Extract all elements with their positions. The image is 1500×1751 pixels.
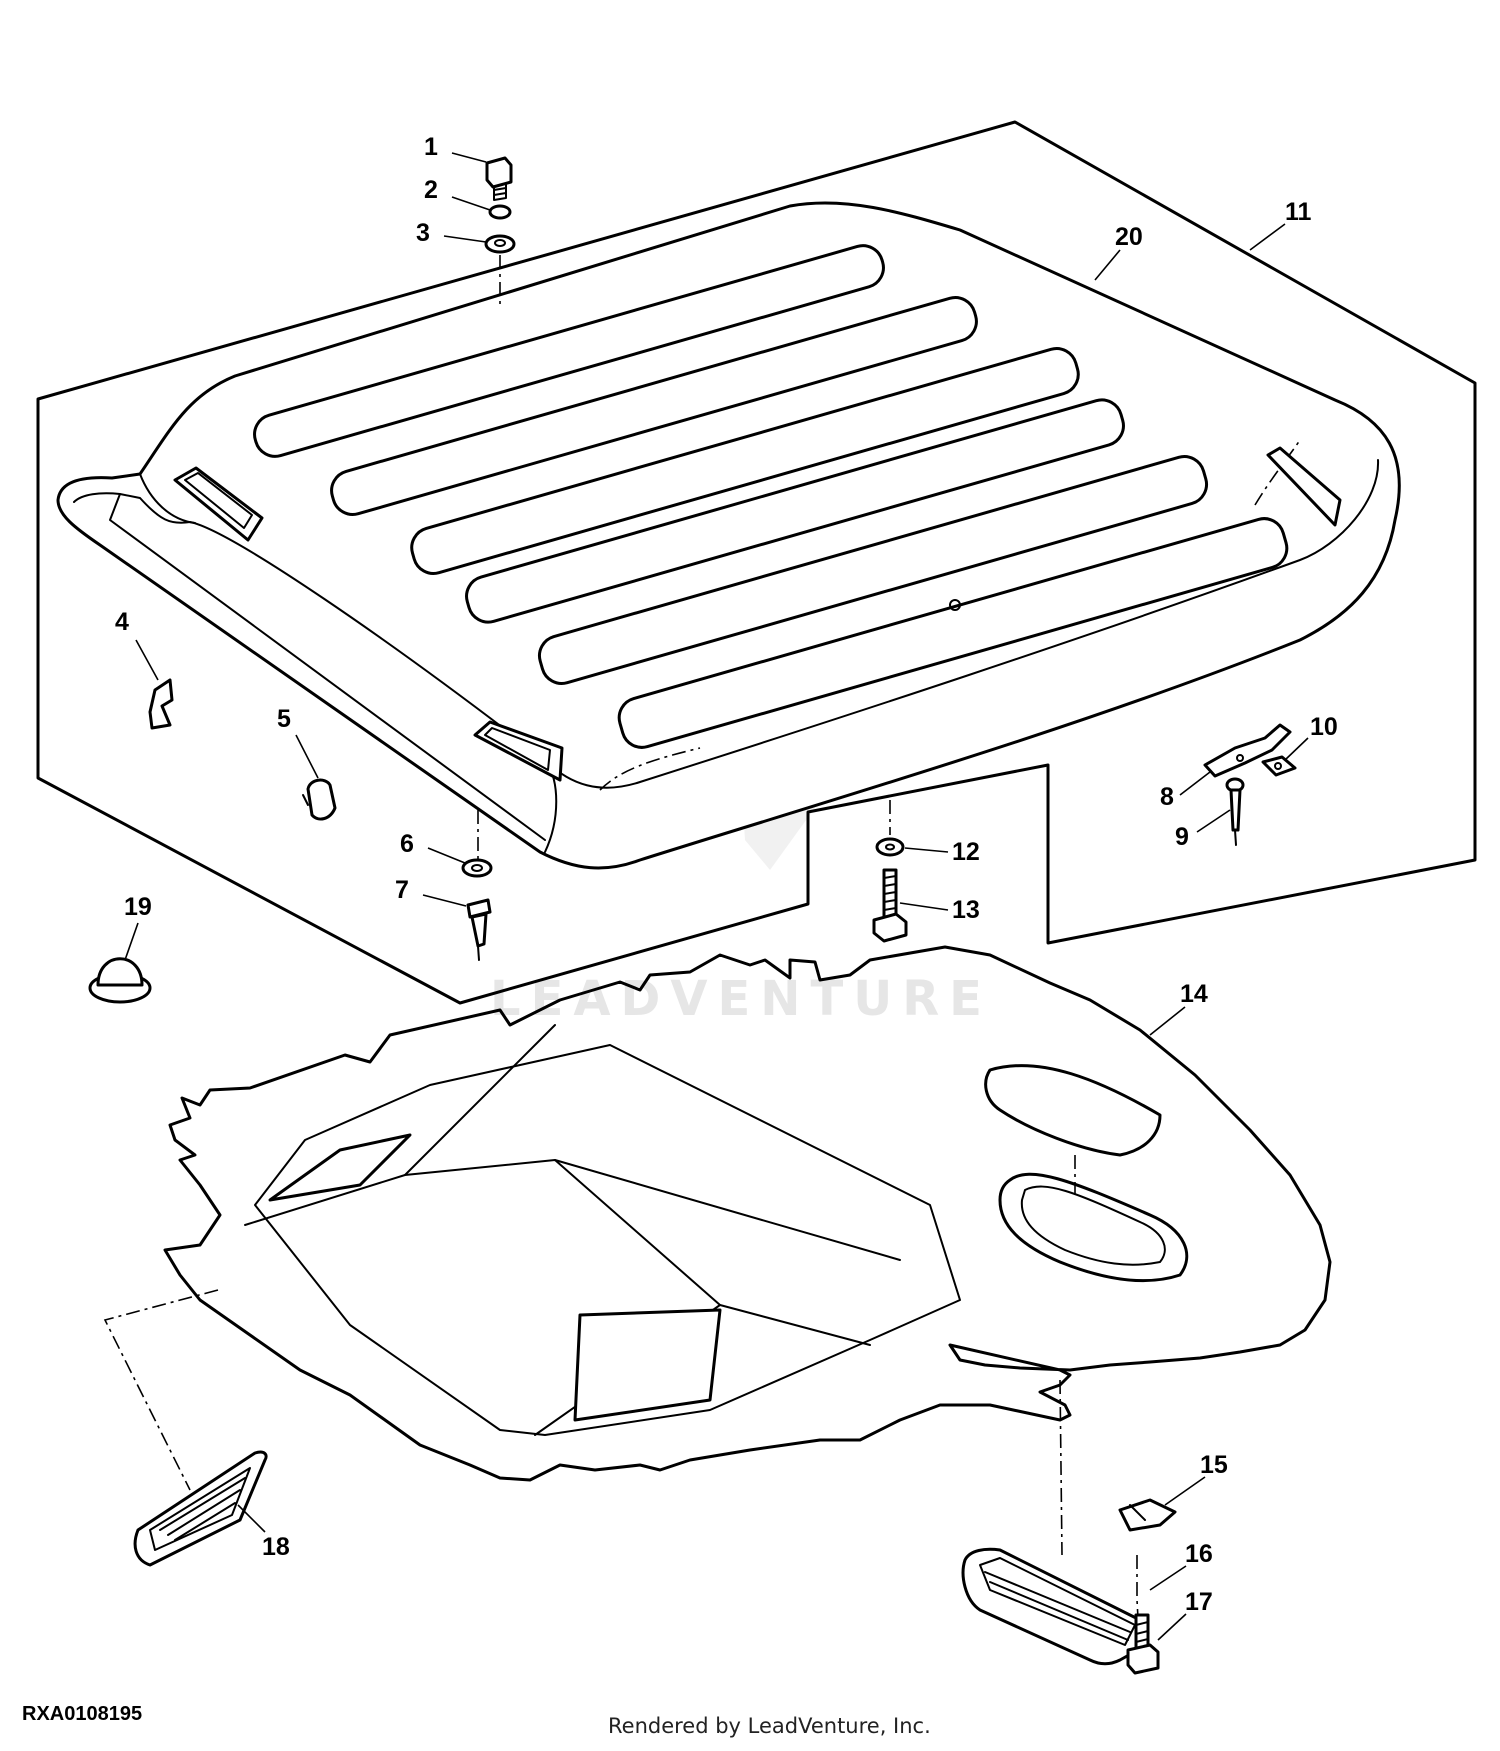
part-15-clip-nut [1118, 1498, 1177, 1532]
part-4-clip [148, 678, 174, 730]
svg-text:12: 12 [952, 838, 980, 866]
part-20-roof-shell [56, 201, 1401, 870]
callout-9: 9 [1175, 809, 1231, 851]
callout-13: 13 [899, 896, 980, 924]
svg-text:1: 1 [424, 133, 438, 161]
part-16-vent-plate [961, 1547, 1150, 1666]
part-12-washer [875, 837, 905, 857]
callout-3: 3 [416, 219, 487, 247]
callout-5: 5 [277, 705, 319, 779]
part-11-headliner-box [36, 120, 1477, 1005]
part-1-bolt [485, 156, 513, 201]
part-13-bolt [872, 868, 908, 943]
svg-text:13: 13 [952, 896, 980, 924]
callout-19: 19 [124, 893, 152, 961]
svg-text:17: 17 [1185, 1588, 1213, 1616]
roof-vents [173, 446, 1342, 782]
part-9-rivet [1225, 777, 1245, 846]
callout-10: 10 [1284, 713, 1338, 761]
part-5-clip [302, 778, 337, 821]
part-8-bracket [1203, 723, 1292, 778]
callout-20: 20 [1094, 223, 1143, 281]
svg-text:2: 2 [424, 176, 438, 204]
callout-1: 1 [424, 133, 487, 163]
svg-text:19: 19 [124, 893, 152, 921]
callout-6: 6 [400, 830, 466, 864]
callout-2: 2 [424, 176, 491, 211]
svg-text:15: 15 [1200, 1451, 1228, 1479]
part-3-washer [484, 234, 516, 254]
callout-18: 18 [237, 1504, 290, 1561]
svg-text:14: 14 [1180, 980, 1208, 1008]
callouts: 1 2 3 4 5 6 7 8 [115, 133, 1338, 1641]
svg-text:20: 20 [1115, 223, 1143, 251]
callout-12: 12 [904, 838, 980, 866]
svg-text:3: 3 [416, 219, 430, 247]
part-10-nut [1261, 755, 1297, 777]
svg-text:7: 7 [395, 876, 409, 904]
callout-7: 7 [395, 876, 467, 907]
part-19-plug [88, 957, 152, 1004]
svg-text:11: 11 [1285, 198, 1312, 226]
part-6-washer [461, 858, 493, 878]
svg-text:18: 18 [262, 1533, 290, 1561]
svg-text:6: 6 [400, 830, 414, 858]
svg-text:10: 10 [1310, 713, 1338, 741]
part-2-lock-washer [488, 204, 512, 220]
watermark-text: LEADVENTURE [490, 971, 992, 1027]
callout-14: 14 [1149, 980, 1208, 1036]
callout-16: 16 [1149, 1540, 1213, 1591]
svg-text:4: 4 [115, 608, 129, 636]
svg-text:5: 5 [277, 705, 291, 733]
callout-11: 11 [1249, 198, 1312, 251]
render-credit: Rendered by LeadVenture, Inc. [608, 1714, 931, 1738]
callout-4: 4 [115, 608, 159, 681]
part-7-push-rivet [466, 898, 492, 961]
callout-8: 8 [1160, 771, 1211, 811]
part-17-screw [1126, 1613, 1160, 1675]
svg-text:9: 9 [1175, 823, 1189, 851]
figure-id: RXA0108195 [22, 1703, 142, 1725]
svg-text:8: 8 [1160, 783, 1174, 811]
part-18-grille [133, 1450, 268, 1567]
callout-17: 17 [1157, 1588, 1213, 1641]
part-14-headliner-panel [163, 945, 1332, 1482]
svg-text:16: 16 [1185, 1540, 1213, 1568]
roof-ribs [253, 244, 1289, 749]
callout-15: 15 [1164, 1451, 1228, 1506]
